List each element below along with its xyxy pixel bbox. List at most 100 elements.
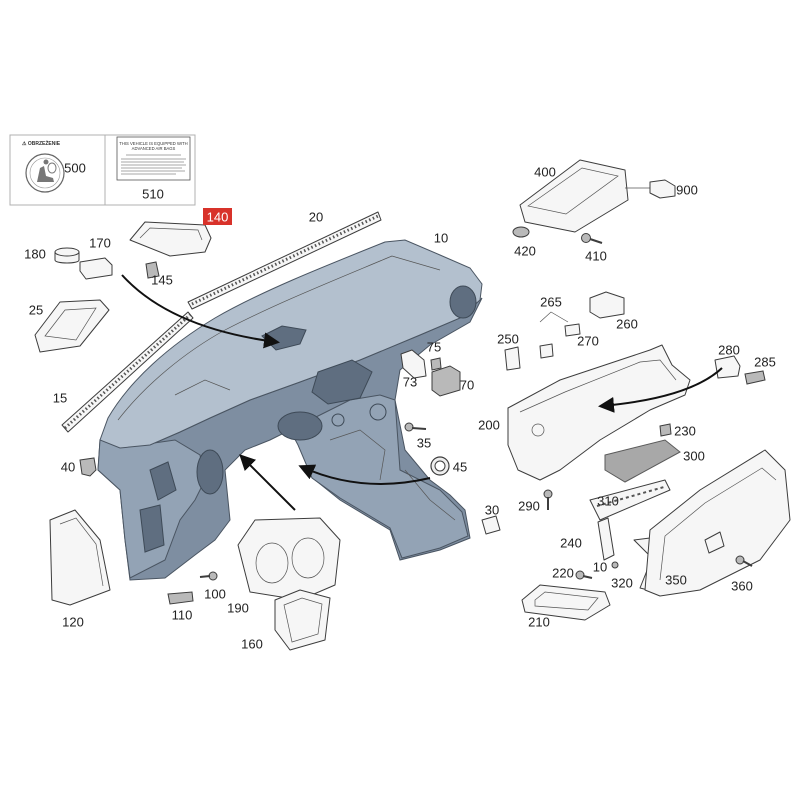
callout-45: 45 <box>453 460 467 475</box>
part-420-grommet <box>512 226 530 238</box>
side-vent-right <box>449 285 477 319</box>
callout-320: 320 <box>611 576 633 591</box>
callout-100: 100 <box>204 587 226 602</box>
part-25-vent-bezel <box>34 299 110 353</box>
callout-210: 210 <box>528 615 550 630</box>
warning-label-title: ⚠ OBRZEŻENIE <box>22 140 61 147</box>
callout-360: 360 <box>731 579 753 594</box>
part-75-clip <box>430 357 442 371</box>
callout-510: 510 <box>142 187 164 202</box>
part-140-cover-panel <box>129 221 212 257</box>
callout-110: 110 <box>172 608 193 623</box>
callout-labels: 500 510 140 20 10 170 180 145 25 15 40 1… <box>24 161 776 652</box>
callout-500: 500 <box>64 161 86 176</box>
part-210-tray <box>521 584 611 621</box>
callout-170: 170 <box>89 236 111 251</box>
callout-10-dashboard: 10 <box>434 231 448 246</box>
airbag-seat-icon <box>37 159 57 182</box>
part-240-striker <box>597 517 615 561</box>
part-120-side-panel <box>49 509 111 606</box>
part-15-trim-strip <box>61 311 194 433</box>
part-30-clip <box>481 515 501 535</box>
callout-40: 40 <box>61 460 75 475</box>
callout-250: 250 <box>497 332 519 347</box>
airbag-notice-line-1: THIS VEHICLE IS EQUIPPED WITH <box>119 141 187 146</box>
callout-400: 400 <box>534 165 556 180</box>
callout-230: 230 <box>674 424 696 439</box>
callout-25: 25 <box>29 303 43 318</box>
arrow-45-to-dashboard <box>298 464 431 485</box>
part-70-module <box>431 365 461 397</box>
part-290-screw <box>543 489 553 510</box>
callout-220: 220 <box>552 566 574 581</box>
callout-285: 285 <box>754 355 776 370</box>
callout-73: 73 <box>403 375 417 390</box>
part-35-screw <box>404 422 427 432</box>
callout-75: 75 <box>427 340 441 355</box>
callout-120: 120 <box>62 615 84 630</box>
cluster-opening <box>277 411 323 441</box>
part-160-cluster-housing <box>274 589 331 651</box>
part-180-cap <box>54 247 80 264</box>
callout-10-glovebox: 10 <box>593 560 607 575</box>
callout-190: 190 <box>227 601 249 616</box>
arrow-280-to-glovebox <box>598 367 723 413</box>
part-350-glovebox-lid <box>644 449 791 597</box>
warning-label-500: ⚠ OBRZEŻENIE <box>22 140 65 193</box>
callout-265: 265 <box>540 295 562 310</box>
callout-160: 160 <box>241 637 263 652</box>
part-170-block <box>79 257 113 280</box>
part-110-clip <box>167 591 194 605</box>
part-285-clip <box>744 370 766 385</box>
part-410-screw <box>581 233 603 244</box>
part-73-bracket <box>400 349 427 379</box>
part-310-rail <box>589 479 671 521</box>
callout-180: 180 <box>24 247 46 262</box>
callout-70: 70 <box>460 378 474 393</box>
callout-290: 290 <box>518 499 540 514</box>
callout-20: 20 <box>309 210 323 225</box>
part-265-bracket-leader <box>539 311 569 323</box>
part-400-airbag-module <box>519 159 650 233</box>
airbag-notice-label-510: THIS VEHICLE IS EQUIPPED WITH ADVANCED A… <box>116 136 191 181</box>
callout-240: 240 <box>560 536 582 551</box>
callout-145: 145 <box>151 273 173 288</box>
part-270-clips <box>539 323 581 359</box>
part-10-screw-small <box>611 561 619 569</box>
part-250-switch <box>504 346 521 371</box>
callout-410: 410 <box>585 249 607 264</box>
part-145-clip <box>145 261 160 279</box>
part-45-ring <box>430 456 450 476</box>
callout-420: 420 <box>514 244 536 259</box>
callout-280: 280 <box>718 343 740 358</box>
arrow-140-to-dashboard <box>121 274 280 349</box>
part-220-screw <box>575 570 593 580</box>
callout-260: 260 <box>616 317 638 332</box>
callout-200: 200 <box>478 418 500 433</box>
airbag-notice-fine-print <box>121 154 186 175</box>
callout-140-highlight <box>203 208 232 225</box>
callout-900: 900 <box>676 183 698 198</box>
part-280-latch <box>714 355 741 379</box>
part-20-defrost-grille-strip <box>187 211 382 310</box>
callout-140: 140 <box>207 210 229 225</box>
part-260-module <box>589 291 625 319</box>
part-190-instrument-cluster <box>237 517 341 601</box>
callout-350: 350 <box>665 573 687 588</box>
callout-270: 270 <box>577 334 599 349</box>
center-console-opening <box>311 359 373 405</box>
part-100-screw <box>199 571 218 581</box>
airbag-notice-line-2: ADVANCED AIR BAGS <box>132 146 176 151</box>
part-300-pad <box>604 439 681 483</box>
side-vent-left <box>196 449 224 495</box>
part-230-clip <box>659 423 672 437</box>
arrow-cluster-to-dashboard <box>239 454 296 511</box>
callout-310: 310 <box>597 494 619 509</box>
callout-30: 30 <box>485 503 499 518</box>
part-40-clip <box>79 457 97 477</box>
dashboard-assembly <box>97 239 483 581</box>
callout-300: 300 <box>683 449 705 464</box>
callout-35: 35 <box>417 436 431 451</box>
part-900-connector <box>649 179 676 199</box>
